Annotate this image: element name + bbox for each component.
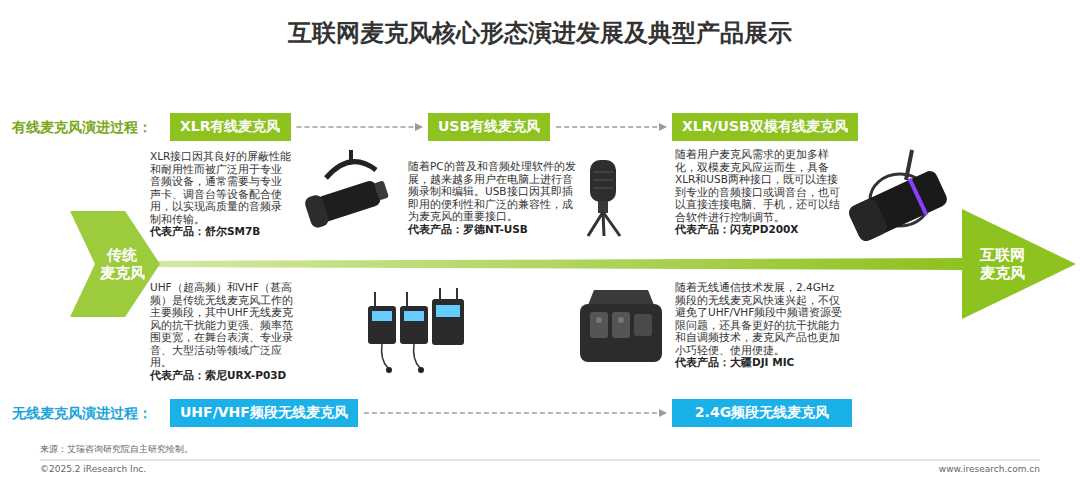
chart-title: 互联网麦克风核心形态演进发展及典型产品展示 bbox=[0, 18, 1080, 48]
text-column: 随着PC的普及和音频处理软件的发展，越来越多用户在电脑上进行音频录制和编辑。US… bbox=[408, 160, 576, 235]
usb-mic-illustration bbox=[588, 160, 620, 236]
product-note: 代表产品：大疆DJI MIC bbox=[675, 356, 845, 369]
product-note: 代表产品：罗德NT-USB bbox=[408, 223, 576, 236]
website: www.iresearch.com.cn bbox=[939, 464, 1040, 475]
product-note: 代表产品：索尼URX-P03D bbox=[150, 369, 300, 382]
footer-rule bbox=[40, 460, 1040, 461]
row-heading: 无线麦克风演进过程： bbox=[12, 405, 152, 421]
text-column: 随着无线通信技术发展，2.4GHz频段的无线麦克风快速兴起，不仅避免了UHF/V… bbox=[675, 281, 845, 369]
text-column: UHF（超高频）和VHF（甚高频）是传统无线麦克风工作的主要频段，其中UHF无线… bbox=[150, 281, 300, 381]
uhf-receiver-illustration bbox=[368, 288, 464, 373]
node-text: 传统麦克风 bbox=[100, 246, 145, 282]
node-text: XLR有线麦克风 bbox=[180, 118, 281, 136]
copyright: ©2025.2 iResearch Inc. bbox=[40, 464, 146, 475]
node-text: 2.4G频段无线麦克风 bbox=[695, 404, 829, 422]
description: 随着用户麦克风需求的更加多样化，双模麦克风应运而生，具备XLR和USB两种接口，… bbox=[675, 148, 845, 223]
description: 随着无线通信技术发展，2.4GHz频段的无线麦克风快速兴起，不仅避免了UHF/V… bbox=[675, 281, 845, 356]
evolution-band bbox=[150, 258, 964, 270]
row-heading: 有线麦克风演进过程： bbox=[12, 119, 152, 135]
node-shape bbox=[962, 209, 1076, 319]
node-text: USB有线麦克风 bbox=[438, 118, 540, 136]
stage-box: USB有线麦克风 bbox=[428, 113, 550, 141]
end-arrowhead: 互联网麦克风 bbox=[962, 209, 1076, 319]
product-note: 代表产品：舒尔SM7B bbox=[150, 225, 292, 238]
text-column: 随着用户麦克风需求的更加多样化，双模麦克风应运而生，具备XLR和USB两种接口，… bbox=[675, 148, 845, 236]
description: XLR接口因其良好的屏蔽性能和耐用性而被广泛用于专业音频设备，通常需要与专业声卡… bbox=[150, 150, 292, 225]
node-text: UHF/VHF频段无线麦克风 bbox=[180, 404, 348, 422]
dynamic-mic-illustration bbox=[303, 150, 391, 229]
product-note: 代表产品：闪克PD200X bbox=[675, 223, 845, 236]
wireless-mic-kit-illustration bbox=[580, 290, 662, 362]
text-column: XLR接口因其良好的屏蔽性能和耐用性而被广泛用于专业音频设备，通常需要与专业声卡… bbox=[150, 150, 292, 238]
dashed-arrow bbox=[556, 126, 666, 128]
stage-box: UHF/VHF频段无线麦克风 bbox=[170, 399, 358, 427]
node-text: XLR/USB双模有线麦克风 bbox=[682, 118, 848, 136]
source-note: 来源：艾瑞咨询研究院自主研究绘制。 bbox=[40, 444, 193, 455]
dual-mode-mic-illustration bbox=[846, 150, 950, 244]
stage-box: XLR/USB双模有线麦克风 bbox=[672, 113, 858, 141]
description: 随着PC的普及和音频处理软件的发展，越来越多用户在电脑上进行音频录制和编辑。US… bbox=[408, 160, 576, 223]
stage-box: XLR有线麦克风 bbox=[170, 113, 291, 141]
dashed-arrow bbox=[364, 412, 666, 414]
dashed-arrow bbox=[297, 126, 423, 128]
start-chevron: 传统麦克风 bbox=[70, 211, 160, 317]
node-text: 互联网麦克风 bbox=[980, 246, 1025, 282]
description: UHF（超高频）和VHF（甚高频）是传统无线麦克风工作的主要频段，其中UHF无线… bbox=[150, 281, 300, 369]
node-shape bbox=[70, 211, 160, 317]
stage-box: 2.4G频段无线麦克风 bbox=[672, 399, 852, 427]
